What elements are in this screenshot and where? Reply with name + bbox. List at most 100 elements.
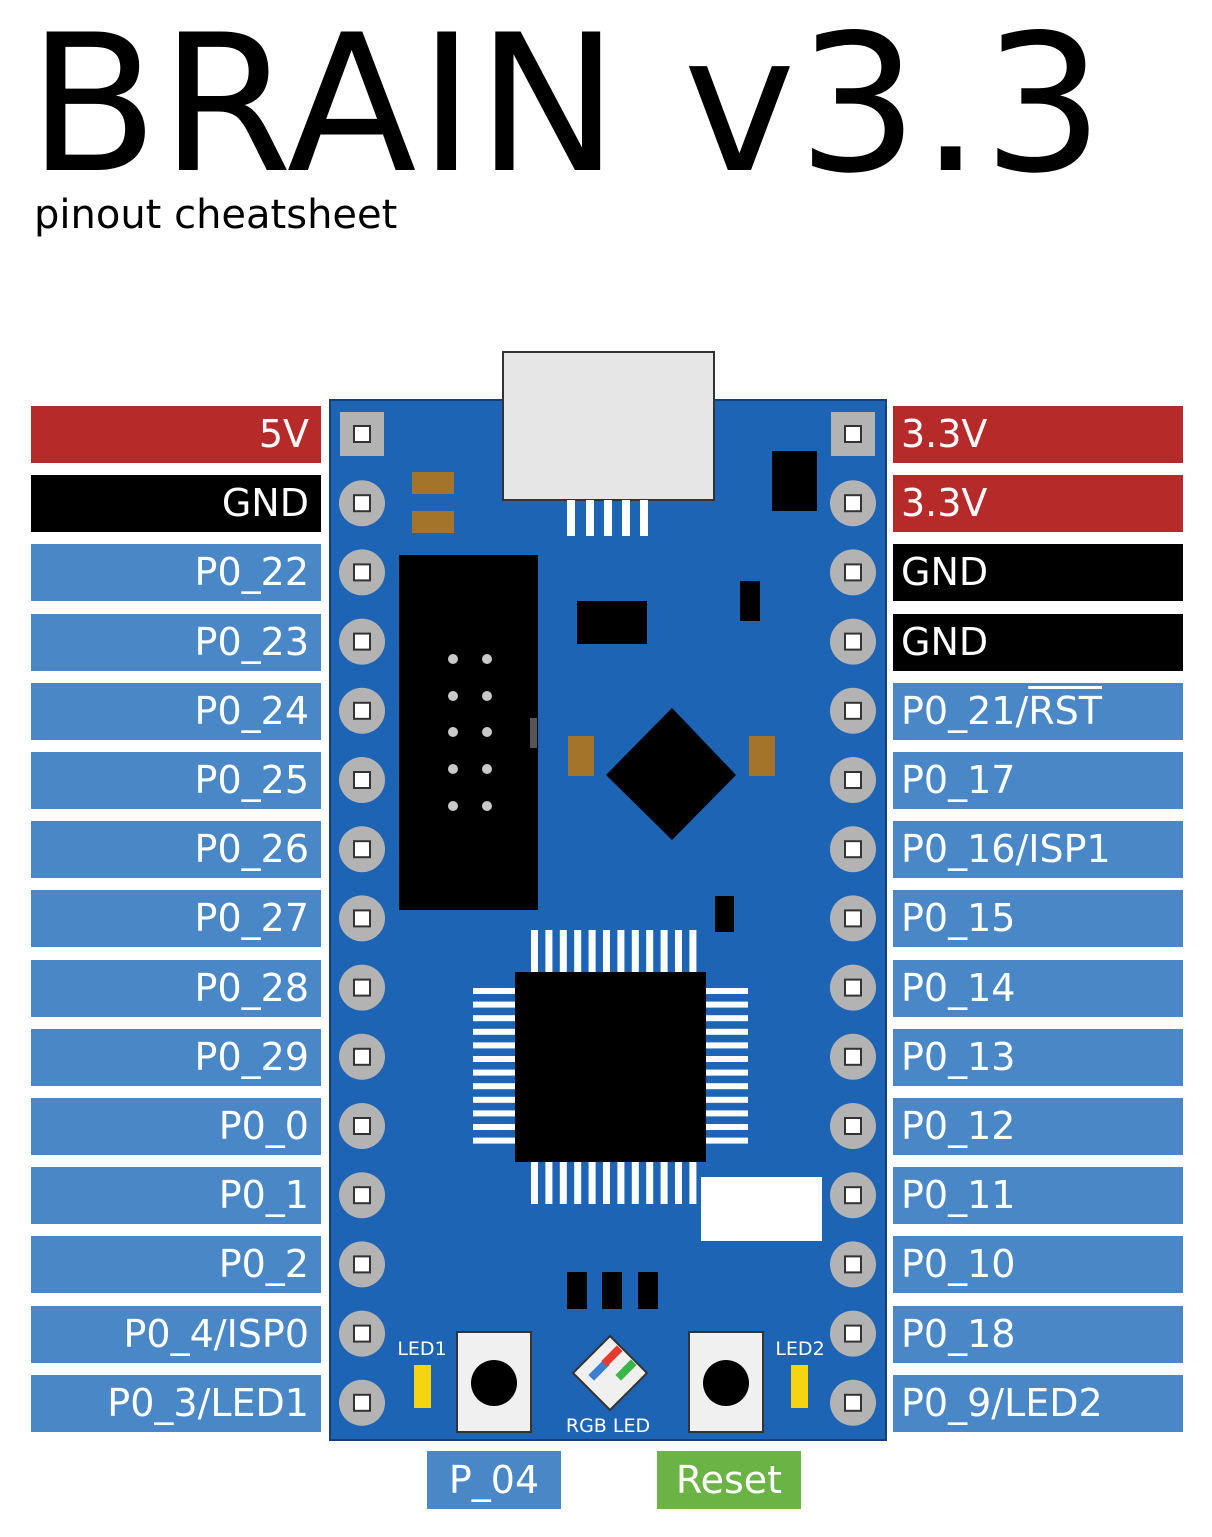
mcu-pin — [473, 1096, 515, 1103]
mcu-pin — [531, 1162, 538, 1204]
left-pad-hole-11 — [353, 1186, 371, 1205]
left-pin-label-6: P0_26 — [31, 821, 321, 879]
mcu-pins — [473, 930, 748, 1204]
usb-connector — [502, 351, 715, 501]
mcu-pin — [545, 1162, 553, 1204]
left-pad-hole-7 — [353, 909, 371, 928]
pin-name: P0_17 — [901, 758, 1016, 802]
regulator-chip — [772, 451, 817, 511]
pin-name: P0_21/ — [901, 688, 1029, 733]
capacitor-top-1 — [412, 472, 454, 494]
right-pin-label-7: P0_15 — [893, 890, 1183, 948]
right-pin-label-8: P0_14 — [893, 959, 1183, 1017]
mcu-pin — [706, 1083, 748, 1090]
right-pin-label-6: P0_16/ISP1 — [893, 821, 1183, 879]
mcu-pin — [646, 1162, 654, 1204]
small-chip-3 — [715, 896, 734, 932]
pin-name: GND — [901, 619, 989, 664]
usb-pins — [567, 500, 648, 536]
mcu-pin — [473, 1083, 515, 1090]
mcu-pin — [473, 988, 515, 994]
pads-right — [830, 412, 876, 1426]
mcu-pin — [706, 1015, 748, 1022]
mcu-chip — [515, 972, 706, 1162]
right-pad-hole-4 — [844, 701, 862, 720]
pin-name: P0_22 — [194, 550, 309, 595]
left-pad-hole-2 — [353, 563, 371, 582]
left-pad-hole-10 — [353, 1117, 371, 1135]
pin-name-overline: RST — [1028, 688, 1102, 733]
mcu-pin — [706, 1096, 748, 1103]
right-pin-label-13: P0_18 — [893, 1305, 1183, 1363]
right-pad-hole-7 — [844, 909, 862, 928]
left-pin-label-7: P0_27 — [31, 890, 321, 948]
mcu-pin — [675, 930, 682, 972]
right-pad-hole-3 — [844, 632, 862, 651]
right-pad-hole-9 — [844, 1047, 862, 1066]
mcu-pin — [559, 1162, 567, 1204]
mcu-pin — [531, 930, 538, 972]
pin-name: P0_13 — [901, 1034, 1016, 1079]
pads-left — [339, 412, 385, 1426]
reset-switch-knob — [703, 1360, 749, 1406]
mcu-pin — [473, 1137, 515, 1144]
right-pin-label-10: P0_12 — [893, 1098, 1183, 1155]
right-pin-label-14: P0_9/LED2 — [893, 1374, 1183, 1432]
pin-name: P0_4/ISP0 — [123, 1311, 310, 1356]
mcu-pin — [617, 930, 625, 972]
mcu-pin — [473, 1028, 515, 1035]
mcu-pin — [473, 1056, 515, 1062]
mcu-pin — [706, 1056, 748, 1062]
mcu-pin — [473, 1069, 515, 1076]
jtag-header — [399, 555, 538, 910]
crystal-cap-left — [568, 736, 594, 776]
right-pin-label-1: 3.3V — [893, 475, 1183, 533]
mcu-pin — [706, 1124, 748, 1130]
left-pin-label-2: P0_22 — [31, 544, 321, 602]
p04-button-label: P_04 — [427, 1451, 561, 1509]
pin-name: P0_9/LED2 — [901, 1380, 1103, 1425]
right-pin-label-0: 3.3V — [893, 406, 1183, 463]
pin-name: 3.3V — [901, 481, 988, 526]
right-pad-hole-11 — [844, 1186, 862, 1205]
right-pin-label-4: P0_21/RST — [893, 682, 1183, 740]
left-pad-hole-4 — [353, 701, 371, 720]
pin-name: P0_26 — [194, 827, 309, 872]
reset-button-label: Reset — [657, 1451, 801, 1509]
left-pin-label-11: P0_1 — [31, 1167, 321, 1225]
mcu-pin — [660, 930, 668, 972]
right-pin-label-2: GND — [893, 544, 1183, 602]
mcu-pin — [689, 1162, 697, 1204]
pin-name: P0_1 — [218, 1173, 309, 1218]
pin-name: P0_12 — [901, 1104, 1016, 1148]
left-pad-hole-0 — [353, 425, 371, 443]
left-pad-hole-5 — [353, 771, 371, 789]
pin-name: P0_2 — [218, 1242, 309, 1287]
left-pin-label-14: P0_3/LED1 — [31, 1374, 321, 1432]
mcu-pin — [675, 1162, 682, 1204]
left-pad-hole-13 — [353, 1324, 371, 1343]
crystal-cap-right — [749, 736, 775, 776]
pin-name: 5V — [258, 412, 309, 456]
mcu-pin — [603, 1162, 610, 1204]
crystal — [606, 708, 736, 840]
led2-label: LED2 — [775, 1338, 824, 1360]
pin-name: P0_3/LED1 — [107, 1380, 309, 1425]
mcu-pin — [473, 1042, 515, 1049]
left-pin-label-0: 5V — [31, 406, 321, 463]
mcu-pin — [473, 1110, 515, 1117]
left-pad-hole-8 — [353, 978, 371, 997]
led1-label: LED1 — [397, 1338, 446, 1360]
mcu-pin — [646, 930, 654, 972]
left-pad-hole-3 — [353, 632, 371, 651]
led2 — [791, 1365, 808, 1408]
mcu-pin — [588, 1162, 596, 1204]
mcu-pin — [706, 1042, 748, 1049]
right-pad-hole-2 — [844, 563, 862, 582]
mcu-pin — [588, 930, 596, 972]
mcu-pin — [706, 1069, 748, 1076]
right-pad-hole-10 — [844, 1117, 862, 1135]
mcu-pin — [706, 988, 748, 994]
pin-name: P0_11 — [901, 1173, 1016, 1218]
right-pad-hole-5 — [844, 771, 862, 789]
